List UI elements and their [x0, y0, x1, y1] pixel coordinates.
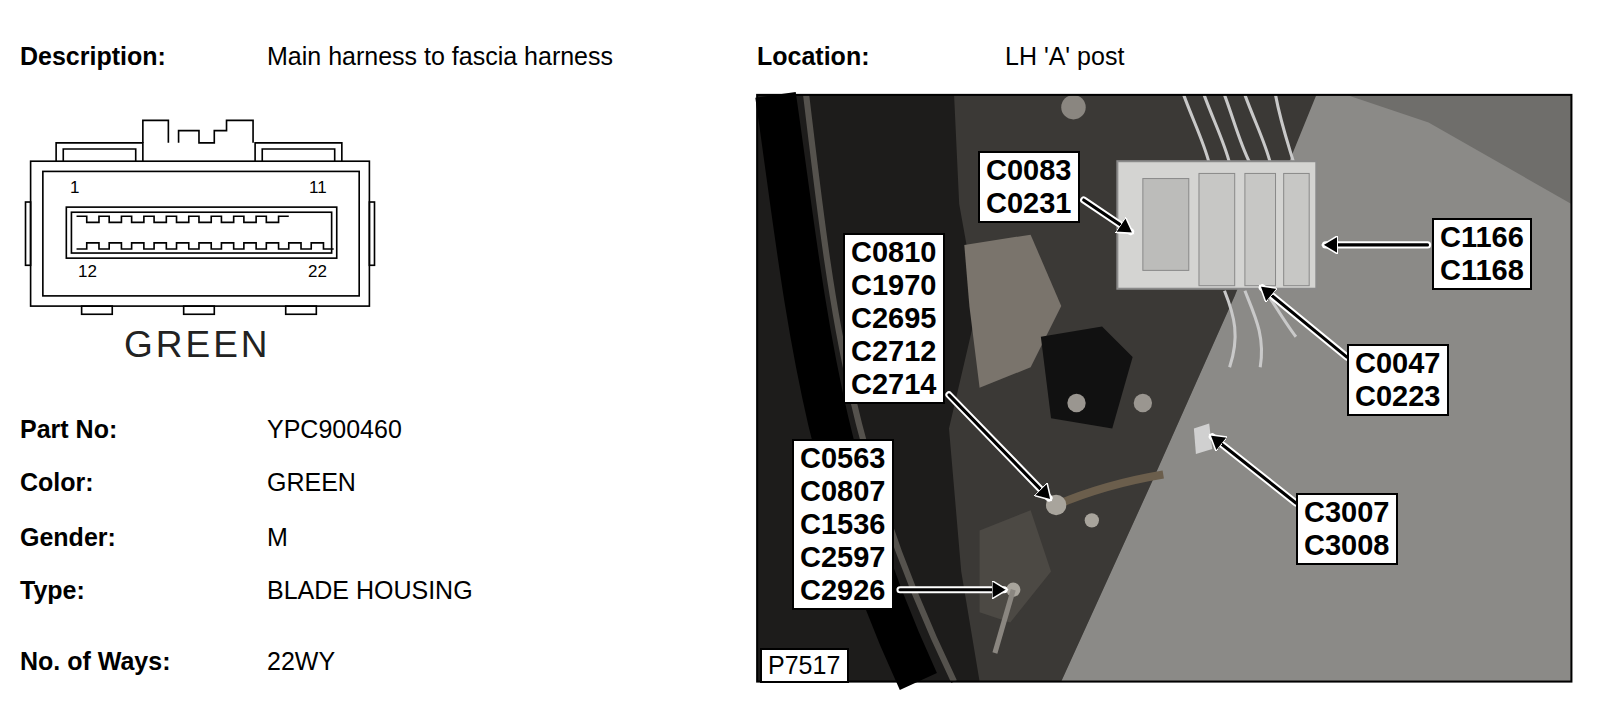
field-name: Color:: [20, 468, 94, 497]
line-shape: [1212, 437, 1296, 503]
polyline-shape: [179, 120, 253, 142]
callout-box: C0563 C0807 C1536 C2597 C2926: [792, 439, 894, 610]
figure-number-text: P7517: [768, 651, 840, 680]
field-value: BLADE HOUSING: [267, 576, 473, 605]
field-name: Gender:: [20, 523, 116, 552]
callout-box: C1166 C1168: [1432, 218, 1532, 290]
field-value: Main harness to fascia harness: [267, 42, 613, 71]
callout-box: C0810 C1970 C2695 C2712 C2714: [843, 233, 945, 404]
rect-shape: [1143, 179, 1189, 271]
polyline-shape: [56, 143, 143, 161]
callout-box: C0083 C0231: [978, 151, 1080, 223]
polygon-shape: [1061, 95, 1571, 682]
pin-number: 12: [78, 262, 97, 282]
figure-number: P7517: [760, 648, 849, 683]
line-shape: [1326, 241, 1428, 248]
polyline-shape: [143, 120, 169, 142]
callout-box: C3007 C3008: [1296, 493, 1398, 565]
line-shape: [1084, 200, 1131, 232]
rect-shape: [1199, 173, 1235, 285]
circle-shape: [1085, 513, 1099, 527]
line-shape: [900, 588, 1004, 591]
field-name: No. of Ways:: [20, 647, 170, 676]
path-shape: [995, 590, 1013, 653]
field-value: GREEN: [267, 468, 356, 497]
rect-shape: [82, 306, 113, 314]
connector-codes: C0563 C0807 C1536 C2597 C2926: [800, 442, 885, 607]
circle-shape: [1061, 95, 1085, 119]
path-shape: [77, 216, 289, 222]
circle-shape: [1134, 394, 1152, 412]
polygon-shape: [1347, 95, 1571, 204]
field-value: YPC900460: [267, 415, 402, 444]
rect-shape: [184, 306, 215, 314]
connector-codes: C0810 C1970 C2695 C2712 C2714: [851, 236, 936, 401]
pin-number: 11: [309, 178, 327, 198]
rect-shape: [66, 207, 336, 258]
rect-shape: [26, 202, 31, 265]
rect-shape: [1284, 173, 1310, 285]
rect-shape: [757, 95, 1571, 682]
field-name: Description:: [20, 42, 166, 71]
housing-colour: GREEN: [124, 324, 271, 367]
path-shape: [1245, 291, 1262, 368]
line-shape: [949, 395, 1049, 498]
connector-codes: C1166 C1168: [1440, 221, 1524, 287]
connector-codes: C0047 C0223: [1355, 347, 1440, 413]
field-name: Part No:: [20, 415, 117, 444]
line-shape: [1212, 437, 1296, 503]
path-shape: [1224, 291, 1235, 368]
connector-codes: C3007 C3008: [1304, 496, 1389, 562]
polyline-shape: [63, 149, 135, 161]
path-shape: [1184, 95, 1210, 163]
field-value: 22WY: [267, 647, 335, 676]
rect-shape: [71, 212, 331, 253]
field-name: Type:: [20, 576, 85, 605]
path-shape: [77, 243, 334, 249]
connector-codes: C0083 C0231: [986, 154, 1071, 220]
path-shape: [1245, 95, 1271, 163]
field-name: Location:: [757, 42, 870, 71]
rect-shape: [369, 202, 374, 265]
field-value: LH 'A' post: [1005, 42, 1124, 71]
line-shape: [1262, 288, 1347, 357]
rect-shape: [1245, 173, 1276, 285]
line-shape: [1262, 288, 1347, 357]
polygon-shape: [1041, 327, 1133, 429]
path-shape: [1204, 95, 1230, 163]
line-shape: [900, 586, 1004, 593]
line-shape: [1084, 200, 1131, 232]
path-shape: [1276, 95, 1294, 163]
location-photo: [757, 95, 1571, 682]
polygon-shape: [980, 510, 1051, 622]
circle-shape: [1067, 394, 1085, 412]
polyline-shape: [262, 149, 334, 161]
rect-shape: [286, 306, 317, 314]
path-shape: [1056, 474, 1163, 505]
pin-number: 22: [308, 262, 327, 282]
rect-shape: [1117, 161, 1316, 289]
rect-shape: [31, 161, 370, 306]
field-value: M: [267, 523, 288, 552]
rect-shape: [43, 171, 359, 295]
connector-drawing: [26, 120, 375, 314]
line-shape: [949, 395, 1049, 498]
path-shape: [1224, 95, 1250, 163]
polyline-shape: [255, 143, 342, 161]
pin-number: 1: [70, 178, 79, 198]
callout-box: C0047 C0223: [1347, 344, 1449, 416]
rect-shape: [757, 95, 1571, 682]
line-shape: [1326, 243, 1428, 246]
